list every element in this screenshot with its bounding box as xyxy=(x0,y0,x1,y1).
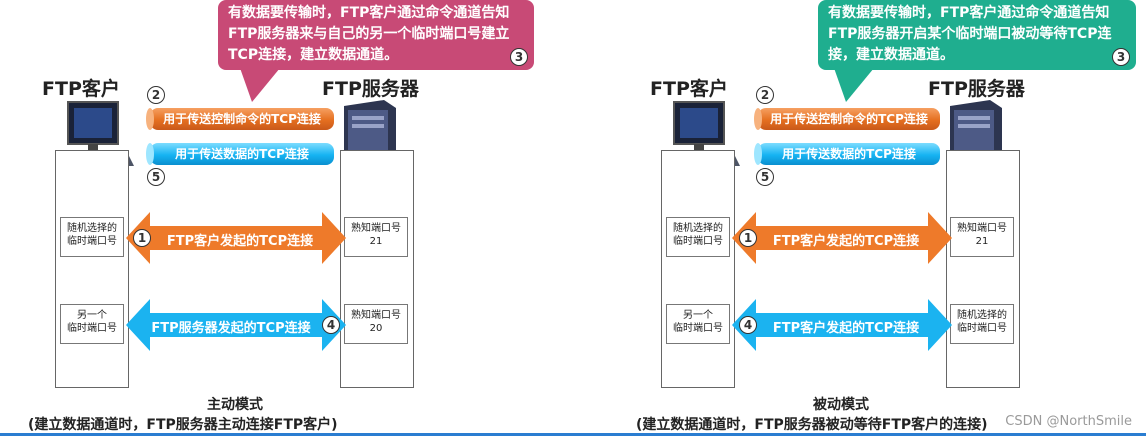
data-connection-pipe: 用于传送数据的TCP连接 xyxy=(146,143,334,165)
arrow-client-initiated-data xyxy=(732,299,952,351)
bottom-divider xyxy=(0,433,1146,436)
step-5-badge: 5 xyxy=(147,168,165,186)
server-column xyxy=(340,150,414,388)
control-connection-pipe: 用于传送控制命令的TCP连接 xyxy=(146,108,334,130)
client-port-2: 另一个临时端口号 xyxy=(666,304,730,344)
arrow-2-label: FTP服务器发起的TCP连接 xyxy=(151,321,311,336)
client-port-1: 随机选择的临时端口号 xyxy=(60,217,124,257)
control-connection-pipe: 用于传送控制命令的TCP连接 xyxy=(754,108,940,130)
client-column xyxy=(55,150,129,388)
callout-pointer xyxy=(240,68,280,102)
mode-description: (建立数据通道时，FTP服务器被动等待FTP客户的连接) xyxy=(636,417,988,433)
step-2-badge: 2 xyxy=(756,86,774,104)
client-port-1: 随机选择的临时端口号 xyxy=(666,217,730,257)
step-5-badge: 5 xyxy=(756,168,774,186)
arrow-2-label: FTP客户发起的TCP连接 xyxy=(772,321,920,336)
step-4-badge: 4 xyxy=(322,316,340,334)
server-title: FTP服务器 xyxy=(322,78,419,100)
server-column xyxy=(946,150,1020,388)
client-title: FTP客户 xyxy=(650,78,728,100)
callout-passive: 有数据要传输时，FTP客户通过命令通道告知FTP服务器开启某个临时端口被动等待T… xyxy=(818,0,1136,70)
callout-pointer xyxy=(834,68,874,102)
mode-description: (建立数据通道时，FTP服务器主动连接FTP客户) xyxy=(28,417,338,433)
arrow-1-label: FTP客户发起的TCP连接 xyxy=(166,234,314,249)
passive-mode-panel: 有数据要传输时，FTP客户通过命令通道告知FTP服务器开启某个临时端口被动等待T… xyxy=(606,0,1146,438)
client-column xyxy=(661,150,735,388)
callout-active: 有数据要传输时，FTP客户通过命令通道告知FTP服务器来与自己的另一个临时端口号… xyxy=(218,0,534,70)
callout-text: 有数据要传输时，FTP客户通过命令通道告知FTP服务器开启某个临时端口被动等待T… xyxy=(828,5,1112,63)
arrow-client-initiated xyxy=(126,212,346,264)
client-port-2: 另一个临时端口号 xyxy=(60,304,124,344)
arrow-client-initiated xyxy=(732,212,952,264)
step-4-badge: 4 xyxy=(739,316,757,334)
arrow-server-initiated xyxy=(126,299,346,351)
watermark: CSDN @NorthSmile xyxy=(1005,414,1132,429)
server-port-2: 随机选择的临时端口号 xyxy=(950,304,1014,344)
arrow-1-label: FTP客户发起的TCP连接 xyxy=(772,234,920,249)
step-3-badge: 3 xyxy=(1112,48,1130,66)
client-title: FTP客户 xyxy=(42,78,120,100)
step-1-badge: 1 xyxy=(133,229,151,247)
step-2-badge: 2 xyxy=(147,86,165,104)
step-3-badge: 3 xyxy=(510,48,528,66)
data-connection-pipe: 用于传送数据的TCP连接 xyxy=(754,143,940,165)
step-1-badge: 1 xyxy=(739,229,757,247)
callout-text: 有数据要传输时，FTP客户通过命令通道告知FTP服务器来与自己的另一个临时端口号… xyxy=(228,5,510,63)
server-title: FTP服务器 xyxy=(928,78,1025,100)
active-mode-panel: 有数据要传输时，FTP客户通过命令通道告知FTP服务器来与自己的另一个临时端口号… xyxy=(0,0,560,438)
mode-title: 主动模式 xyxy=(207,397,263,413)
mode-title: 被动模式 xyxy=(813,397,869,413)
